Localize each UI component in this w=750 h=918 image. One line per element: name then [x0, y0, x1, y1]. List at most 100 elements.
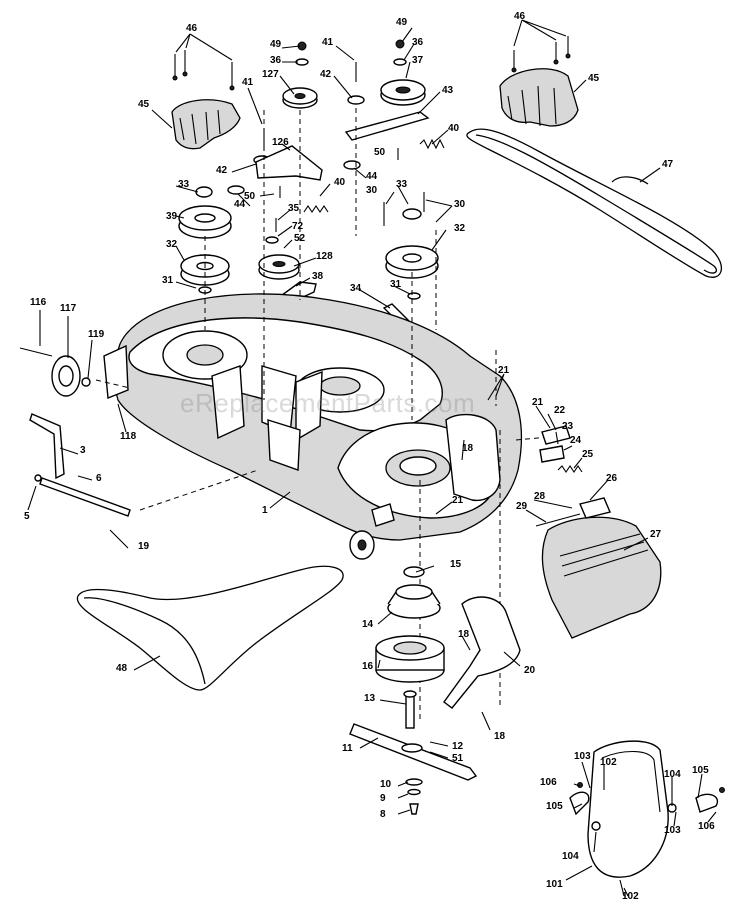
idler-arm-43 — [344, 111, 430, 141]
rod-6 — [34, 474, 131, 517]
callout-48: 48 — [116, 663, 128, 674]
callout-116: 116 — [30, 297, 47, 308]
blade-11 — [349, 723, 478, 781]
callout-22: 22 — [554, 405, 566, 416]
callout-41: 41 — [242, 77, 254, 88]
callout-42: 42 — [216, 165, 228, 176]
mower-deck-housing-1 — [103, 293, 523, 560]
blade-guard-20 — [443, 596, 521, 709]
mulch-cover-101 — [569, 740, 725, 897]
callout-36: 36 — [412, 37, 424, 48]
callout-50: 50 — [374, 147, 386, 158]
spindle-housing-16 — [375, 635, 445, 683]
callout-49: 49 — [270, 39, 282, 50]
callout-31: 31 — [390, 279, 402, 290]
callout-40: 40 — [334, 177, 346, 188]
callout-106: 106 — [540, 777, 557, 788]
callout-41: 41 — [322, 37, 334, 48]
callout-44: 44 — [234, 199, 246, 210]
callout-11: 11 — [342, 743, 353, 754]
pulley-39 — [178, 205, 232, 239]
callout-127: 127 — [262, 69, 279, 80]
hanger-bracket-3 — [29, 413, 65, 480]
callout-119: 119 — [88, 329, 105, 340]
callout-21: 21 — [452, 495, 464, 506]
callout-28: 28 — [534, 491, 546, 502]
callout-33: 33 — [396, 179, 408, 190]
callout-42: 42 — [320, 69, 332, 80]
callout-8: 8 — [380, 809, 386, 820]
callout-126: 126 — [272, 137, 289, 148]
callout-31: 31 — [162, 275, 174, 286]
callout-5: 5 — [24, 511, 30, 522]
callout-52: 52 — [294, 233, 306, 244]
callout-24: 24 — [570, 435, 582, 446]
idler-pulley-127 — [282, 87, 318, 109]
spindle-shaft-13 — [403, 690, 417, 729]
callout-9: 9 — [380, 793, 386, 804]
callout-15: 15 — [450, 559, 462, 570]
callout-45: 45 — [138, 99, 150, 110]
callout-40: 40 — [448, 123, 460, 134]
callout-44: 44 — [366, 171, 378, 182]
bolts-46 — [172, 36, 571, 91]
callout-12: 12 — [452, 741, 464, 752]
callout-21: 21 — [498, 365, 510, 376]
callout-32: 32 — [454, 223, 466, 234]
leader-lines — [27, 19, 717, 897]
callout-18: 18 — [458, 629, 470, 640]
blade-hardware — [405, 778, 423, 815]
idler-bracket-126 — [255, 145, 323, 181]
watermark: eReplacementParts.com — [180, 388, 476, 418]
drive-belt-47 — [466, 128, 722, 278]
callout-105: 105 — [692, 765, 709, 776]
callout-13: 13 — [364, 693, 376, 704]
callout-103: 103 — [574, 751, 591, 762]
idler-pulley-37 — [380, 79, 426, 106]
callout-23: 23 — [562, 421, 574, 432]
callout-33: 33 — [178, 179, 190, 190]
callout-34: 34 — [350, 283, 362, 294]
callout-49: 49 — [396, 17, 408, 28]
callout-38: 38 — [312, 271, 324, 282]
callout-30: 30 — [454, 199, 466, 210]
callout-25: 25 — [582, 449, 594, 460]
callout-20: 20 — [524, 665, 536, 676]
callout-47: 47 — [662, 159, 674, 170]
callout-103: 103 — [664, 825, 681, 836]
callout-46: 46 — [186, 23, 198, 34]
callout-51: 51 — [452, 753, 464, 764]
callout-18: 18 — [462, 443, 474, 454]
callout-128: 128 — [316, 251, 333, 262]
belt-cover-45-right — [499, 68, 579, 127]
callout-46: 46 — [514, 11, 526, 22]
callout-27: 27 — [650, 529, 662, 540]
callout-36: 36 — [270, 55, 282, 66]
callout-118: 118 — [120, 431, 137, 442]
callout-1: 1 — [262, 505, 268, 516]
callout-106: 106 — [698, 821, 715, 832]
callout-104: 104 — [664, 769, 681, 780]
callout-102: 102 — [622, 891, 639, 902]
callout-39: 39 — [166, 211, 178, 222]
springs-40 — [303, 138, 445, 213]
callout-26: 26 — [606, 473, 618, 484]
callout-16: 16 — [362, 661, 374, 672]
callout-101: 101 — [546, 879, 563, 890]
callout-3: 3 — [80, 445, 86, 456]
callout-6: 6 — [96, 473, 102, 484]
callout-50: 50 — [244, 191, 256, 202]
belt-cover-45-left — [171, 99, 241, 150]
pulley-128 — [258, 254, 300, 280]
callout-104: 104 — [562, 851, 579, 862]
pulley-32-left — [180, 254, 230, 286]
chute-deflector-27 — [541, 497, 662, 639]
callout-21: 21 — [532, 397, 544, 408]
pulley-32-right — [385, 245, 439, 279]
callout-29: 29 — [516, 501, 528, 512]
callout-117: 117 — [60, 303, 77, 314]
callout-43: 43 — [442, 85, 454, 96]
callout-10: 10 — [380, 779, 392, 790]
